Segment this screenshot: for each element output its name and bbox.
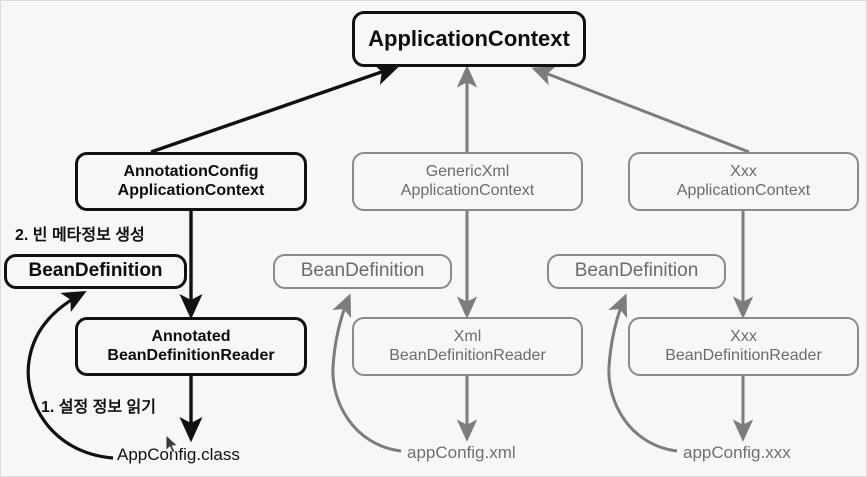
edge-annotationcontext-to-root (150, 62, 401, 154)
leaf-appconfig-xxx: appConfig.xxx (683, 443, 791, 462)
node-beandefinition-xxx[interactable]: BeanDefinition (547, 254, 726, 289)
leaf-appconfig-class: AppConfig.class (117, 445, 240, 464)
node-beandefinition-annotation[interactable]: BeanDefinition (4, 254, 187, 289)
node-label-line2: ApplicationContext (676, 181, 811, 199)
node-label-line1: GenericXml (425, 162, 510, 180)
node-annotationconfig-applicationcontext[interactable]: AnnotationConfig ApplicationContext (75, 152, 307, 211)
node-label: BeanDefinition (574, 260, 699, 282)
node-label-line2: ApplicationContext (117, 181, 265, 199)
node-label-line2: BeanDefinitionReader (107, 346, 275, 364)
annotation-step2: 2. 빈 메타정보 생성 (15, 227, 145, 244)
node-xml-beandefinitionreader[interactable]: Xml BeanDefinitionReader (352, 317, 583, 376)
node-label-line2: ApplicationContext (400, 181, 535, 199)
node-label: BeanDefinition (300, 260, 425, 282)
node-label-line1: Xxx (730, 327, 757, 345)
leaf-appconfig-xml: appConfig.xml (407, 443, 516, 462)
node-label-line1: Xxx (730, 162, 757, 180)
node-xxx-beandefinitionreader[interactable]: Xxx BeanDefinitionReader (628, 317, 859, 376)
node-label-line1: AnnotationConfig (123, 162, 259, 180)
mouse-pointer-icon (165, 434, 179, 454)
node-beandefinition-genericxml[interactable]: BeanDefinition (273, 254, 452, 289)
node-annotated-beandefinitionreader[interactable]: Annotated BeanDefinitionReader (75, 317, 307, 376)
node-label-line1: Xml (453, 327, 482, 345)
node-label-line2: BeanDefinitionReader (389, 346, 546, 364)
node-label-line1: Annotated (151, 327, 231, 345)
node-application-context[interactable]: ApplicationContext (352, 11, 586, 67)
annotation-step1: 1. 설정 정보 읽기 (41, 399, 156, 416)
node-genericxml-applicationcontext[interactable]: GenericXml ApplicationContext (352, 152, 583, 211)
edge-xxxcontext-to-root (531, 66, 750, 154)
node-label: ApplicationContext (368, 26, 570, 52)
node-xxx-applicationcontext[interactable]: Xxx ApplicationContext (628, 152, 859, 211)
node-label-line2: BeanDefinitionReader (665, 346, 822, 364)
node-label: BeanDefinition (28, 260, 163, 282)
